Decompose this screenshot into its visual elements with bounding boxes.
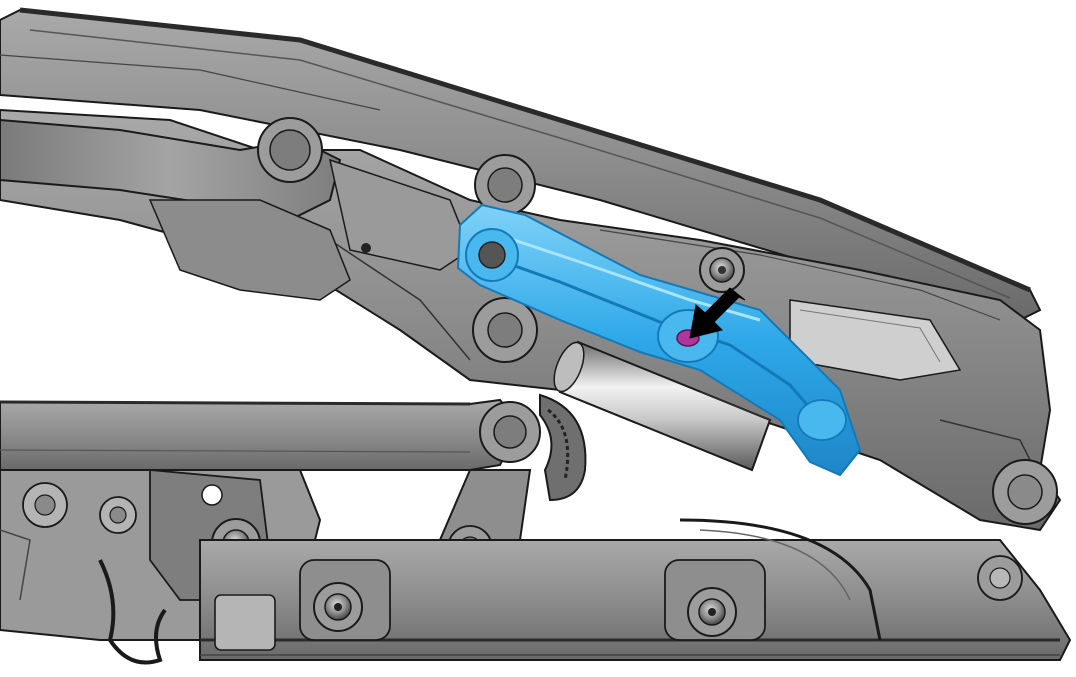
upper-arm-link <box>0 118 471 301</box>
bolt-upper-right <box>699 247 745 293</box>
gas-spring-cylinder <box>553 340 772 472</box>
pointer-arrow-icon <box>689 287 746 339</box>
pivot-boss-center <box>472 297 538 363</box>
pivot-boss-upper-mid <box>474 154 536 216</box>
pivot-boss-right <box>992 459 1058 525</box>
toothed-sector <box>539 393 587 502</box>
bolt-lower-center <box>313 582 363 632</box>
small-rivet <box>361 243 371 253</box>
lower-horizontal-link <box>0 398 541 471</box>
bolt-lower-right <box>687 587 737 637</box>
pivot-boss-upper-left <box>257 117 323 183</box>
